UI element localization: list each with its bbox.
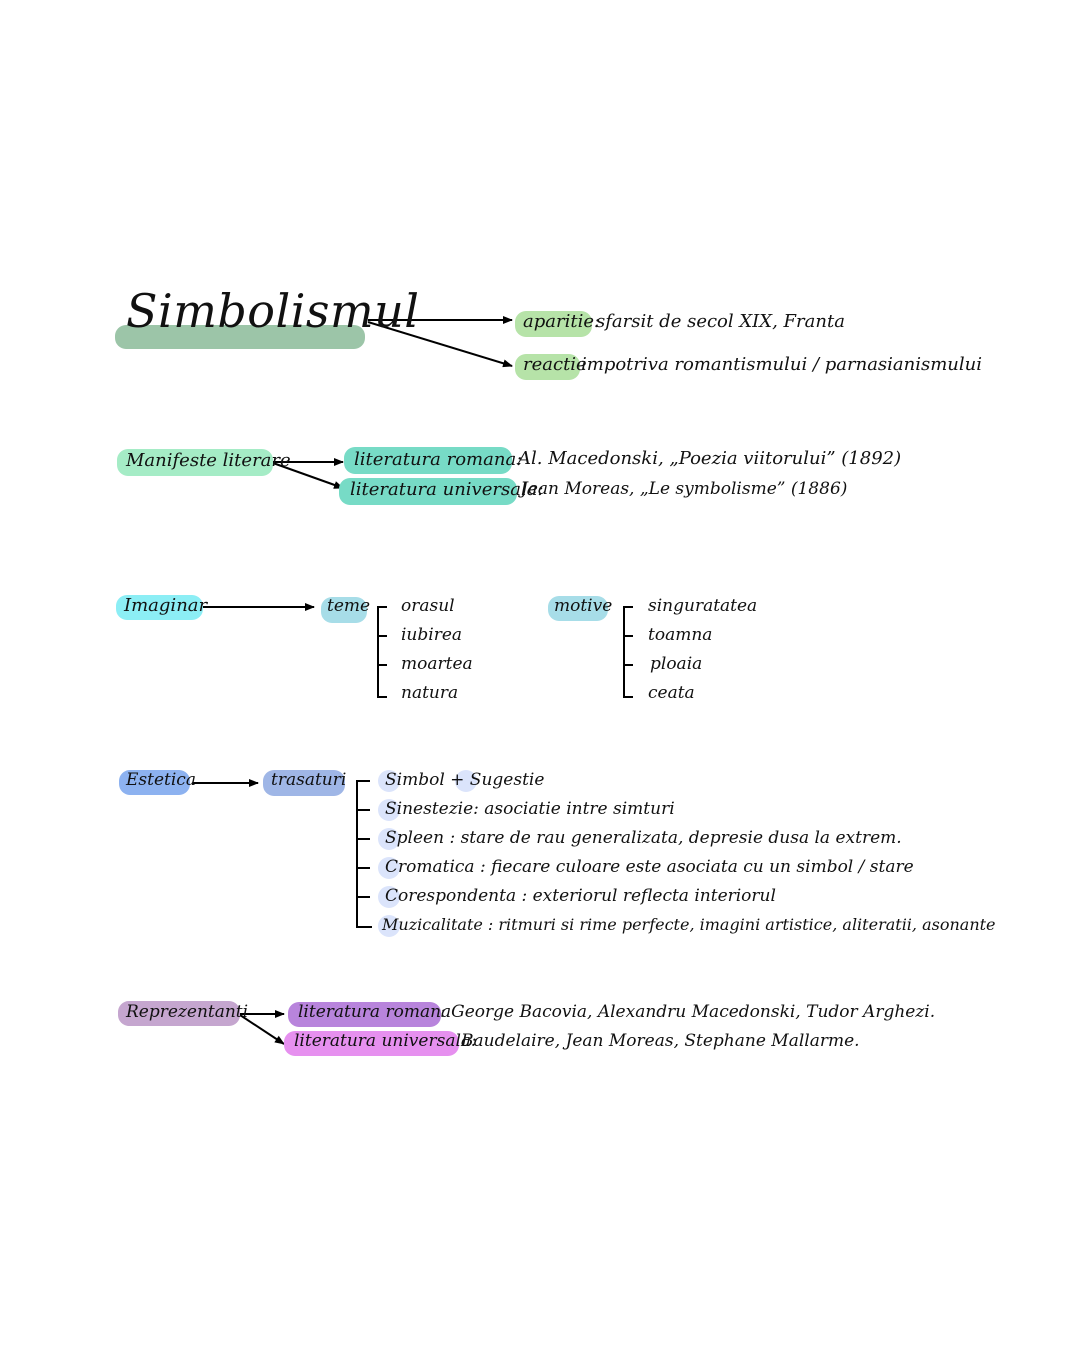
rep-romana-highlight [288, 1002, 441, 1027]
manifeste-universala-highlight [339, 478, 517, 505]
imaginar-highlight [116, 595, 203, 620]
teme-label: teme [327, 596, 371, 616]
teme-highlight [321, 597, 367, 623]
motive-bracket [623, 606, 633, 698]
trasaturi-highlight [263, 770, 345, 796]
teme-bracket [377, 606, 387, 698]
manifeste-highlight [117, 449, 273, 476]
trasatura-item: Corespondenta : exteriorul reflecta inte… [385, 886, 776, 906]
manifeste-label: Manifeste literare [126, 450, 291, 471]
trasatura-item: Muzicalitate : ritmuri si rime perfecte,… [382, 915, 996, 934]
teme-item: natura [401, 683, 459, 703]
reprezentanti-highlight [118, 1001, 240, 1026]
motive-item: toamna [648, 625, 713, 645]
aparitie-highlight [515, 311, 592, 337]
bullet-dot [378, 828, 400, 850]
reactie-highlight [515, 354, 580, 380]
reactie-text: impotriva romantismului / parnasianismul… [581, 354, 983, 375]
estetica-label: Estetica [126, 770, 196, 790]
bullet-dot [378, 770, 400, 792]
rep-universala-highlight [284, 1031, 459, 1056]
motive-item: ceata [648, 683, 695, 703]
bullet-dot [378, 857, 400, 879]
arrow-to-reactie [367, 321, 513, 368]
trasaturi-bracket [356, 780, 372, 928]
arrow-to-rep-universala [239, 1014, 285, 1045]
teme-item: iubirea [401, 625, 463, 645]
manifeste-romana-highlight [344, 447, 512, 474]
reprezentanti-label: Reprezentanti [126, 1002, 249, 1022]
rep-universala-text: Baudelaire, Jean Moreas, Stephane Mallar… [461, 1031, 860, 1051]
trasatura-item: Cromatica : fiecare culoare este asociat… [385, 857, 914, 877]
teme-item: moartea [401, 654, 473, 674]
rep-universala-label: literatura universala: [294, 1031, 477, 1051]
trasatura-item: Sinestezie: asociatie intre simturi [385, 799, 675, 819]
motive-label: motive [554, 596, 613, 616]
aparitie-text: sfarsit de secol XIX, Franta [596, 311, 845, 332]
bullet-dot [455, 770, 477, 792]
manifeste-universala-label: literatura universala: [350, 479, 544, 500]
reactie-label: reactie [523, 354, 587, 375]
manifeste-romana-label: literatura romana: [354, 449, 523, 470]
manifeste-romana-text: Al. Macedonski, „Poezia viitorului” (189… [518, 448, 902, 469]
aparitie-label: aparitie: [523, 311, 601, 332]
rep-romana-text: : George Bacovia, Alexandru Macedonski, … [440, 1002, 936, 1022]
bullet-dot [378, 886, 400, 908]
teme-item: orasul [401, 596, 455, 616]
bullet-dot [378, 915, 400, 937]
trasaturi-label: trasaturi [271, 770, 347, 790]
page-title: Simbolismul [126, 284, 420, 338]
motive-item: ploaia [650, 654, 703, 674]
motive-item: singuratatea [648, 596, 758, 616]
title-highlight [115, 325, 365, 349]
motive-highlight [548, 596, 608, 621]
imaginar-label: Imaginar [124, 595, 208, 616]
manifeste-universala-text: Jean Moreas, „Le symbolisme” (1886) [521, 479, 848, 499]
estetica-highlight [119, 770, 190, 795]
trasatura-item: Spleen : stare de rau generalizata, depr… [385, 828, 902, 848]
trasatura-item: Simbol + Sugestie [385, 770, 545, 790]
rep-romana-label: literatura romana [298, 1002, 452, 1022]
bullet-dot [378, 799, 400, 821]
arrow-to-manifeste-universala [272, 462, 344, 489]
